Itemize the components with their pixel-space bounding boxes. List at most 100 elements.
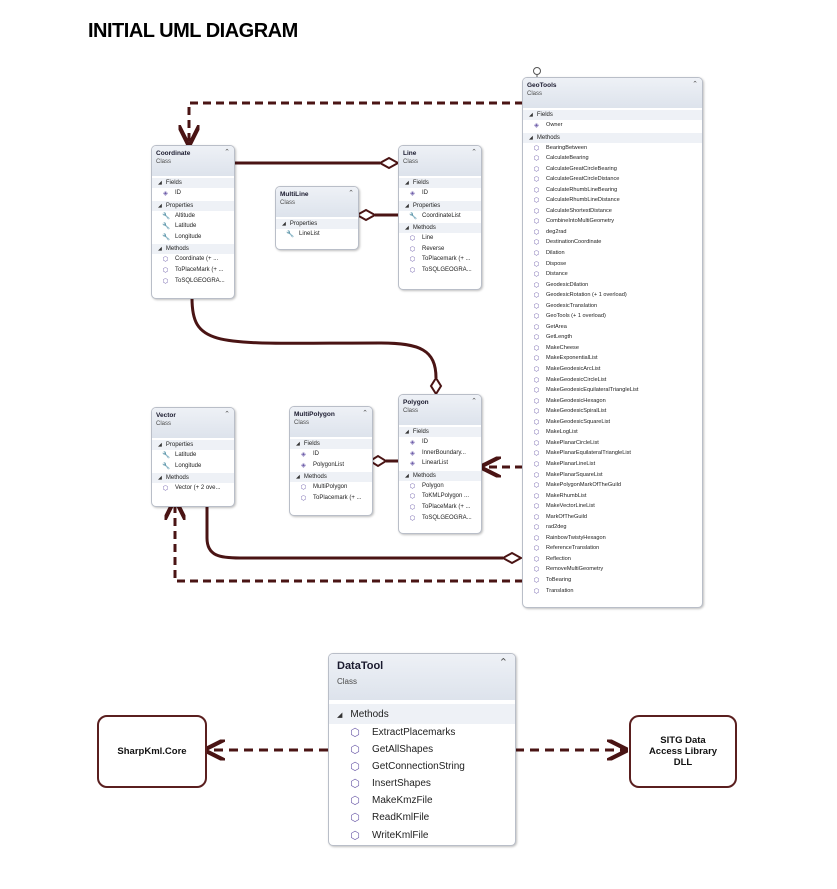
chevron-up-icon[interactable]: ⌃ <box>471 149 477 156</box>
method-item[interactable]: ⬡GeodesicRotation (+ 1 overload) <box>523 290 702 301</box>
class-vector[interactable]: Vector Class ⌃ ◢Properties 🔧Latitude 🔧Lo… <box>151 407 235 507</box>
method-item[interactable]: ⬡MakeRhumbList <box>523 491 702 502</box>
method-item[interactable]: ⬡GeodesicDilation <box>523 280 702 291</box>
field-item[interactable]: ◈LinearList <box>399 458 481 469</box>
method-item[interactable]: ⬡Reverse <box>399 244 481 255</box>
property-item[interactable]: 🔧Longitude <box>152 232 234 243</box>
section-fields[interactable]: ◢Fields <box>152 178 234 188</box>
field-item[interactable]: ◈PolygonList <box>290 460 372 471</box>
property-item[interactable]: 🔧Latitude <box>152 450 234 461</box>
method-item[interactable]: ⬡Translation <box>523 586 702 597</box>
section-methods[interactable]: ◢Methods <box>329 704 515 724</box>
method-item[interactable]: ⬡MakePlanarCircleList <box>523 438 702 449</box>
external-sharpkml[interactable]: SharpKml.Core <box>97 715 207 788</box>
method-item[interactable]: ⬡GetConnectionString <box>329 758 515 775</box>
field-item[interactable]: ◈ID <box>399 188 481 199</box>
method-item[interactable]: ⬡ToPlaceMark (+ ... <box>152 265 234 276</box>
method-item[interactable]: ⬡WriteKmlFile <box>329 827 515 844</box>
method-item[interactable]: ⬡MakePolygonMarkOfTheGuild <box>523 480 702 491</box>
field-item[interactable]: ◈InnerBoundary... <box>399 448 481 459</box>
section-methods[interactable]: ◢Methods <box>399 470 481 481</box>
method-item[interactable]: ⬡ToSQLGEOGRA... <box>152 276 234 287</box>
method-item[interactable]: ⬡MakeCheese <box>523 343 702 354</box>
method-item[interactable]: ⬡Line <box>399 233 481 244</box>
method-item[interactable]: ⬡MultiPolygon <box>290 482 372 493</box>
section-fields[interactable]: ◢Fields <box>290 439 372 449</box>
class-multiline[interactable]: MultiLine Class ⌃ ◢Properties 🔧LineList <box>275 186 359 250</box>
method-item[interactable]: ⬡RemoveMultiGeometry <box>523 564 702 575</box>
property-item[interactable]: 🔧LineList <box>276 229 358 240</box>
method-item[interactable]: ⬡CalculateGreatCircleBearing <box>523 164 702 175</box>
method-item[interactable]: ⬡MakeLogList <box>523 427 702 438</box>
chevron-up-icon[interactable]: ⌃ <box>692 81 698 88</box>
class-coordinate[interactable]: Coordinate Class ⌃ ◢Fields ◈ID ◢Properti… <box>151 145 235 299</box>
method-item[interactable]: ⬡ReferenceTranslation <box>523 543 702 554</box>
method-item[interactable]: ⬡CalculateRhumbLineDistance <box>523 195 702 206</box>
method-item[interactable]: ⬡CalculateRhumbLineBearing <box>523 185 702 196</box>
method-item[interactable]: ⬡ToPlaceMark (+ ... <box>399 502 481 513</box>
section-properties[interactable]: ◢Properties <box>152 440 234 450</box>
class-geotools[interactable]: GeoTools Class ⌃ ◢Fields ◈Owner ◢Methods… <box>522 77 703 608</box>
method-item[interactable]: ⬡Coordinate (+ ... <box>152 254 234 265</box>
method-item[interactable]: ⬡MarkOfTheGuild <box>523 512 702 523</box>
property-item[interactable]: 🔧Altitude <box>152 211 234 222</box>
method-item[interactable]: ⬡deg2rad <box>523 227 702 238</box>
method-item[interactable]: ⬡MakeGeodesicSquareList <box>523 417 702 428</box>
method-item[interactable]: ⬡Polygon <box>399 481 481 492</box>
method-item[interactable]: ⬡GeoTools (+ 1 overload) <box>523 311 702 322</box>
class-line[interactable]: Line Class ⌃ ◢Fields ◈ID ◢Properties 🔧Co… <box>398 145 482 290</box>
section-fields[interactable]: ◢Fields <box>399 427 481 437</box>
method-item[interactable]: ⬡ToSQLGEOGRA... <box>399 513 481 524</box>
method-item[interactable]: ⬡Distance <box>523 269 702 280</box>
method-item[interactable]: ⬡MakePlanarLineList <box>523 459 702 470</box>
section-properties[interactable]: ◢Properties <box>399 200 481 211</box>
method-item[interactable]: ⬡CalculateShortestDistance <box>523 206 702 217</box>
method-item[interactable]: ⬡GetLength <box>523 332 702 343</box>
field-item[interactable]: ◈ID <box>399 437 481 448</box>
method-item[interactable]: ⬡CombineIntoMultiGeometry <box>523 216 702 227</box>
method-item[interactable]: ⬡GeodesicTranslation <box>523 301 702 312</box>
class-polygon[interactable]: Polygon Class ⌃ ◢Fields ◈ID ◈InnerBounda… <box>398 394 482 534</box>
section-properties[interactable]: ◢Properties <box>276 219 358 229</box>
method-item[interactable]: ⬡MakeVectorLineList <box>523 501 702 512</box>
field-item[interactable]: ◈Owner <box>523 120 702 131</box>
method-item[interactable]: ⬡rad2deg <box>523 522 702 533</box>
chevron-up-icon[interactable]: ⌃ <box>471 398 477 405</box>
method-item[interactable]: ⬡Dispose <box>523 259 702 270</box>
chevron-up-icon[interactable]: ⌃ <box>224 149 230 156</box>
method-item[interactable]: ⬡RainbowTwistyHexagon <box>523 533 702 544</box>
chevron-up-icon[interactable]: ⌃ <box>498 657 508 669</box>
section-fields[interactable]: ◢Fields <box>399 178 481 188</box>
method-item[interactable]: ⬡ExtractPlacemarks <box>329 724 515 741</box>
method-item[interactable]: ⬡Dilation <box>523 248 702 259</box>
method-item[interactable]: ⬡DestinationCoordinate <box>523 237 702 248</box>
method-item[interactable]: ⬡Reflection <box>523 554 702 565</box>
field-item[interactable]: ◈ID <box>152 188 234 199</box>
method-item[interactable]: ⬡InsertShapes <box>329 775 515 792</box>
property-item[interactable]: 🔧Latitude <box>152 221 234 232</box>
method-item[interactable]: ⬡GetArea <box>523 322 702 333</box>
chevron-up-icon[interactable]: ⌃ <box>224 411 230 418</box>
property-item[interactable]: 🔧CoordinateList <box>399 211 481 222</box>
section-methods[interactable]: ◢Methods <box>290 472 372 483</box>
method-item[interactable]: ⬡ToSQLGEOGRA... <box>399 265 481 276</box>
section-methods[interactable]: ◢Methods <box>399 223 481 234</box>
field-item[interactable]: ◈ID <box>290 449 372 460</box>
property-item[interactable]: 🔧Longitude <box>152 461 234 472</box>
chevron-up-icon[interactable]: ⌃ <box>348 190 354 197</box>
section-properties[interactable]: ◢Properties <box>152 200 234 211</box>
class-multipolygon[interactable]: MultiPolygon Class ⌃ ◢Fields ◈ID ◈Polygo… <box>289 406 373 516</box>
method-item[interactable]: ⬡MakeKmzFile <box>329 792 515 809</box>
method-item[interactable]: ⬡ToPlacemark (+ ... <box>399 254 481 265</box>
method-item[interactable]: ⬡Vector (+ 2 ove... <box>152 483 234 494</box>
section-methods[interactable]: ◢Methods <box>523 132 702 143</box>
method-item[interactable]: ⬡MakeGeodesicCircleList <box>523 375 702 386</box>
method-item[interactable]: ⬡MakeGeodesicEquilateralTriangleList <box>523 385 702 396</box>
chevron-up-icon[interactable]: ⌃ <box>362 410 368 417</box>
method-item[interactable]: ⬡MakeGeodesicArcList <box>523 364 702 375</box>
method-item[interactable]: ⬡ToPlacemark (+ ... <box>290 493 372 504</box>
section-methods[interactable]: ◢Methods <box>152 473 234 484</box>
method-item[interactable]: ⬡ToBearing <box>523 575 702 586</box>
section-fields[interactable]: ◢Fields <box>523 110 702 120</box>
method-item[interactable]: ⬡CalculateGreatCircleDistance <box>523 174 702 185</box>
